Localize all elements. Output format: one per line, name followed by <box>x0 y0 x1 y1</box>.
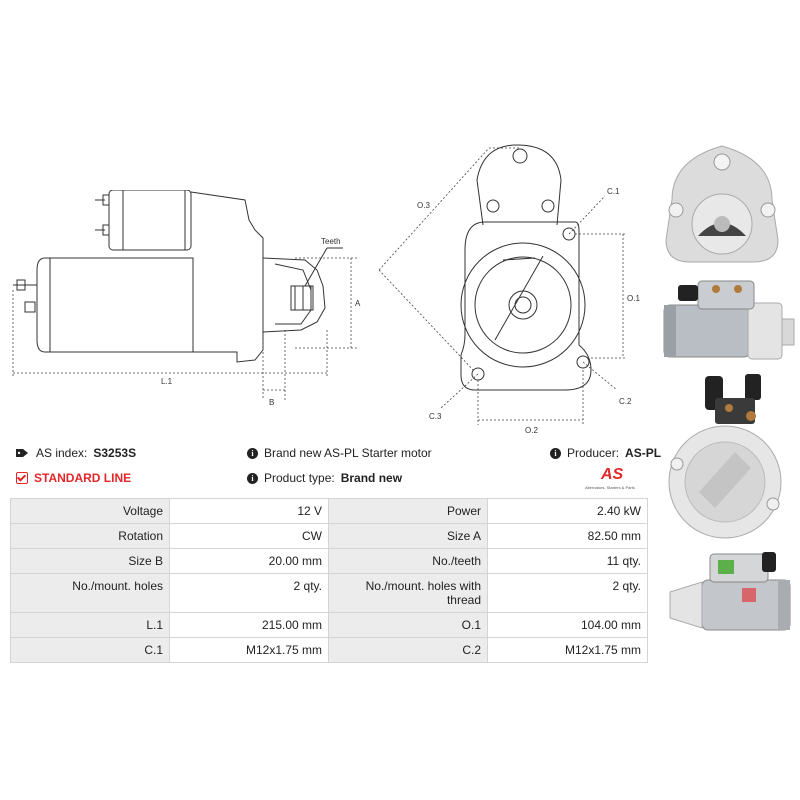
spec-value: 12 V <box>169 498 329 524</box>
spec-value: 104.00 mm <box>487 612 648 638</box>
spec-value: 2 qty. <box>169 573 329 613</box>
spec-value: 2.40 kW <box>487 498 648 524</box>
logo-text: AS <box>601 466 624 483</box>
info-icon: i <box>550 447 561 459</box>
logo-tagline: Alternators, Starters & Parts <box>585 485 635 490</box>
spec-value: 215.00 mm <box>169 612 329 638</box>
product-photo-side-bottom <box>662 548 798 638</box>
product-type-value: Brand new <box>340 471 403 485</box>
standard-line-badge: STANDARD LINE <box>34 471 132 485</box>
spec-value: 82.50 mm <box>487 523 648 549</box>
check-icon <box>16 472 28 484</box>
spec-label: Size B <box>10 548 170 574</box>
tag-icon <box>16 449 28 457</box>
spec-value: 11 qty. <box>487 548 648 574</box>
spec-label: C.1 <box>10 637 170 663</box>
dimension-a-label: A <box>355 299 361 308</box>
spec-label: Voltage <box>10 498 170 524</box>
spec-value: 2 qty. <box>487 573 648 613</box>
spec-label: Rotation <box>10 523 170 549</box>
as-index-value: S3253S <box>93 446 137 460</box>
info-icon: i <box>247 472 258 484</box>
producer-label: Producer: <box>567 446 620 460</box>
front-view-drawing: O.3 C.1 O.1 C.3 C.2 O.2 <box>365 140 650 440</box>
producer-value: AS-PL <box>625 446 662 460</box>
spec-value: M12x1.75 mm <box>169 637 329 663</box>
product-photo-side-top <box>658 275 798 365</box>
as-index-label: AS index: <box>36 446 88 460</box>
side-view-drawing: Teeth A L.1 B <box>5 190 370 420</box>
dimension-c1-label: C.1 <box>607 187 620 196</box>
spec-label: No./teeth <box>328 548 488 574</box>
dimension-c2-label: C.2 <box>619 397 632 406</box>
brand-new-text: Brand new AS-PL Starter motor <box>264 446 432 460</box>
product-type-row: i Product type: Brand new <box>247 471 402 485</box>
spec-label: C.2 <box>328 637 488 663</box>
teeth-label: Teeth <box>321 237 341 246</box>
spec-value: CW <box>169 523 329 549</box>
info-icon: i <box>247 447 258 459</box>
standard-line-row: STANDARD LINE <box>16 471 131 485</box>
as-index-row: AS index: S3253S <box>16 446 136 460</box>
spec-label: Power <box>328 498 488 524</box>
dimension-o2-label: O.2 <box>525 426 538 435</box>
product-photo-rear <box>665 372 790 542</box>
spec-label: L.1 <box>10 612 170 638</box>
product-photo-front <box>658 140 786 268</box>
spec-value: 20.00 mm <box>169 548 329 574</box>
dimension-c3-label: C.3 <box>429 412 442 421</box>
spec-label: No./mount. holes <box>10 573 170 613</box>
dimension-l1-label: L.1 <box>161 377 173 386</box>
spec-label: No./mount. holes with thread <box>328 573 488 613</box>
spec-label: Size A <box>328 523 488 549</box>
as-pl-logo: AS Alternators, Starters & Parts <box>585 466 647 492</box>
product-type-label: Product type: <box>264 471 335 485</box>
brand-new-row: i Brand new AS-PL Starter motor <box>247 446 432 460</box>
dimension-o1-label: O.1 <box>627 294 640 303</box>
producer-row: i Producer: AS-PL <box>550 446 661 460</box>
spec-label: O.1 <box>328 612 488 638</box>
spec-value: M12x1.75 mm <box>487 637 648 663</box>
dimension-o3-label: O.3 <box>417 201 430 210</box>
dimension-b-label: B <box>269 398 274 407</box>
